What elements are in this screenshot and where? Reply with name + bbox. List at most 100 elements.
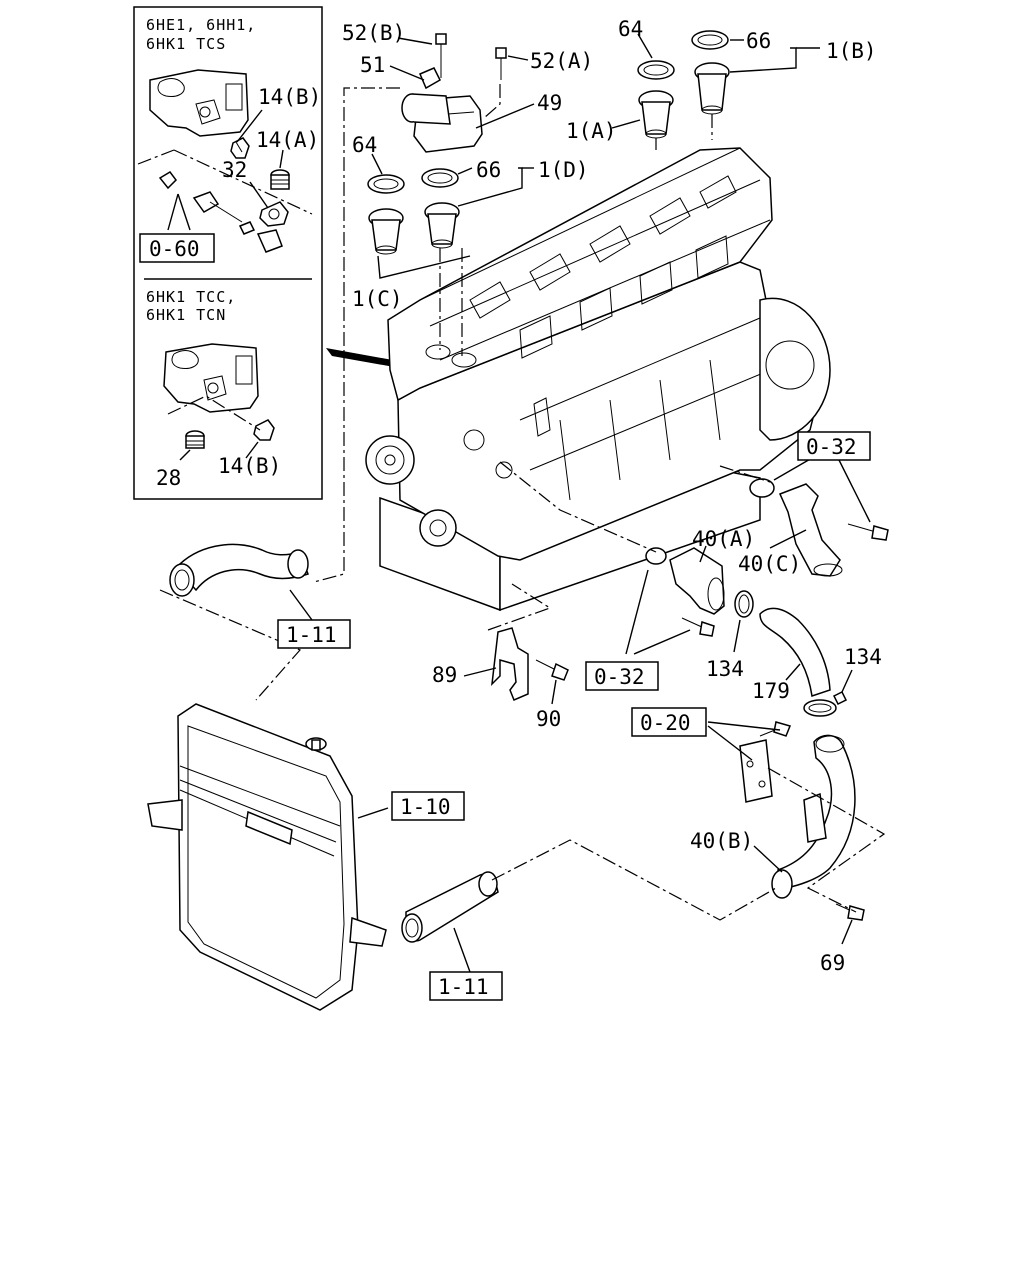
inset-top-plug-14a-icon xyxy=(270,169,290,190)
label-69: 69 xyxy=(820,951,845,975)
engine-block-icon xyxy=(365,147,831,612)
callout-89 xyxy=(463,667,497,677)
gasket-ring-66-mid-icon xyxy=(421,168,459,188)
ref-box-0-20[interactable] xyxy=(631,707,707,737)
thermostat-1d-icon xyxy=(424,202,460,249)
inset-top-callout-060-b xyxy=(177,193,191,231)
inset-top-leader-2 xyxy=(173,149,313,215)
leader-block-to-40a xyxy=(499,461,657,553)
bolt-90-icon xyxy=(535,659,569,681)
inset-top-bracket-icon xyxy=(149,69,249,137)
label-89: 89 xyxy=(432,663,457,687)
bolt-52b-icon xyxy=(435,33,447,78)
callout-51 xyxy=(389,65,425,81)
callout-90 xyxy=(551,679,557,705)
label-51: 51 xyxy=(360,53,385,77)
water-outlet-pipe-40c-icon xyxy=(778,483,843,577)
callout-1d-bracket xyxy=(457,167,523,207)
water-outlet-51-icon xyxy=(401,67,451,125)
ref-box-1-11-top-label: 1-11 xyxy=(286,623,337,647)
label-1d: 1(D) xyxy=(538,158,589,182)
callout-020-b xyxy=(707,725,753,761)
label-134-right: 134 xyxy=(844,645,882,669)
hose-clamp-134-left-icon xyxy=(734,590,754,618)
callout-64-mid xyxy=(371,153,383,175)
callout-52b xyxy=(397,37,433,45)
callout-032-mid-b xyxy=(633,629,691,655)
callout-134-right xyxy=(841,669,853,693)
label-64-top: 64 xyxy=(618,17,643,41)
callout-1a xyxy=(611,119,641,129)
label-1b: 1(B) xyxy=(826,39,877,63)
inset-label-32: 32 xyxy=(222,158,247,182)
gasket-ring-64-mid-icon xyxy=(367,174,405,194)
ref-box-1-11-top[interactable] xyxy=(277,619,351,649)
water-outlet-pipe-40b-icon xyxy=(771,734,856,899)
inset-top-adapter-32-icon xyxy=(259,201,289,227)
bolt-40c-icon xyxy=(847,523,889,541)
callout-032-mid-a xyxy=(625,569,649,655)
label-52b: 52(B) xyxy=(342,21,405,45)
callout-1c-bracket xyxy=(377,255,471,279)
callout-032-right-b xyxy=(837,457,871,523)
inset-top-title-line2: 6HK1 TCS xyxy=(146,35,226,53)
gasket-ring-right-icon xyxy=(749,478,775,498)
callout-134-left xyxy=(733,619,741,653)
leader-outlet-to-hose xyxy=(313,87,400,583)
label-52a: 52(A) xyxy=(530,49,593,73)
bracket-89-icon xyxy=(491,627,529,701)
bracket-020-icon xyxy=(739,739,773,803)
label-1c: 1(C) xyxy=(352,287,403,311)
leader-40b-to-69 xyxy=(767,767,886,913)
inset-bottom-title-line2: 6HK1 TCN xyxy=(146,306,226,324)
thermostat-1b-icon xyxy=(694,62,730,115)
label-66-top: 66 xyxy=(746,29,771,53)
label-90: 90 xyxy=(536,707,561,731)
bolt-52a-icon xyxy=(495,47,507,80)
label-1a: 1(A) xyxy=(566,119,617,143)
thermostat-1c-icon xyxy=(368,208,404,255)
gasket-ring-66-top-icon xyxy=(691,30,729,50)
callout-40b xyxy=(753,845,783,873)
callout-52a xyxy=(507,55,529,61)
radiator-icon xyxy=(147,703,387,1011)
callout-40a xyxy=(699,545,707,563)
leader-upper-hose xyxy=(159,589,301,701)
callout-64-top xyxy=(637,33,653,59)
callout-111-top xyxy=(289,589,313,621)
hose-clamp-134-right-icon xyxy=(803,690,848,717)
ref-box-0-20-label: 0-20 xyxy=(640,711,691,735)
upper-radiator-hose-icon xyxy=(169,543,309,597)
bolt-020-icon xyxy=(759,721,792,737)
callout-110 xyxy=(357,807,389,819)
inset-bottom-title-line1: 6HK1 TCC, xyxy=(146,288,236,306)
ref-box-0-32-right[interactable] xyxy=(797,431,871,461)
callout-69 xyxy=(841,919,853,945)
callout-1b-bracket xyxy=(729,47,797,73)
ref-box-0-60-label: 0-60 xyxy=(149,237,200,261)
inset-label-14b: 14(B) xyxy=(258,85,321,109)
variant-inset: 6HE1, 6HH1, 6HK1 TCS xyxy=(133,6,323,500)
gasket-ring-64-top-icon xyxy=(637,60,675,80)
inset-top-callout-32 xyxy=(249,181,269,209)
bolt-40a-icon xyxy=(681,617,715,637)
label-179: 179 xyxy=(752,679,790,703)
ref-box-1-10-label: 1-10 xyxy=(400,795,451,819)
inset-label-14a: 14(A) xyxy=(256,128,319,152)
gasket-ring-mid-icon xyxy=(645,547,667,565)
label-40b: 40(B) xyxy=(690,829,753,853)
label-40c: 40(C) xyxy=(738,552,801,576)
callout-49 xyxy=(475,103,535,129)
leader-52a xyxy=(483,84,501,119)
callout-66-mid xyxy=(457,167,473,175)
ref-box-0-60[interactable] xyxy=(139,233,215,263)
thermostat-1a-icon xyxy=(638,90,674,139)
inset-bottom-callout-14b xyxy=(245,441,259,459)
ref-box-1-11-bottom[interactable] xyxy=(429,971,503,1001)
ref-box-0-32-mid[interactable] xyxy=(585,661,659,691)
ref-box-1-10[interactable] xyxy=(391,791,465,821)
inset-top-title-line1: 6HE1, 6HH1, xyxy=(146,16,256,34)
callout-020-a xyxy=(707,721,781,731)
